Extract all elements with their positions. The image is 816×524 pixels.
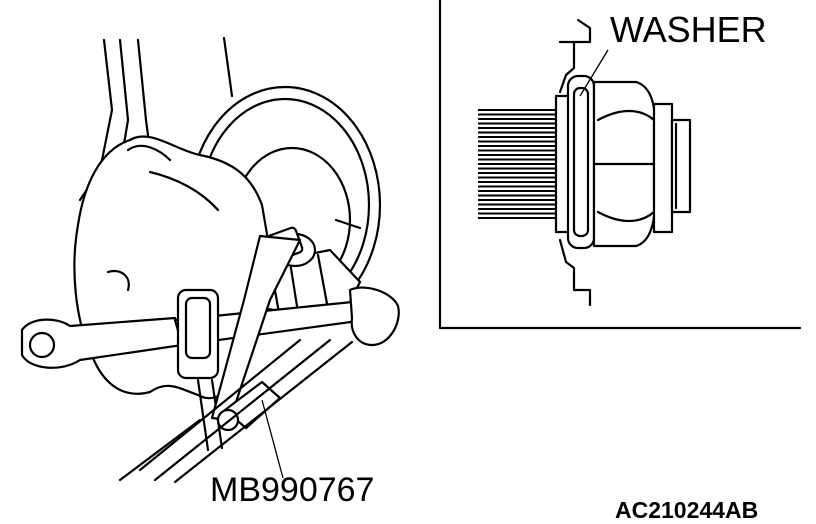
- washer-detail-illustration: [476, 18, 692, 307]
- tool-label: MB990767: [210, 471, 374, 509]
- inset-frame: [438, 0, 802, 330]
- washer-label: WASHER: [610, 9, 767, 50]
- figure-code-label: AC210244AB: [615, 497, 758, 523]
- hub-assembly-illustration: [20, 36, 400, 484]
- threaded-shaft: [476, 108, 556, 220]
